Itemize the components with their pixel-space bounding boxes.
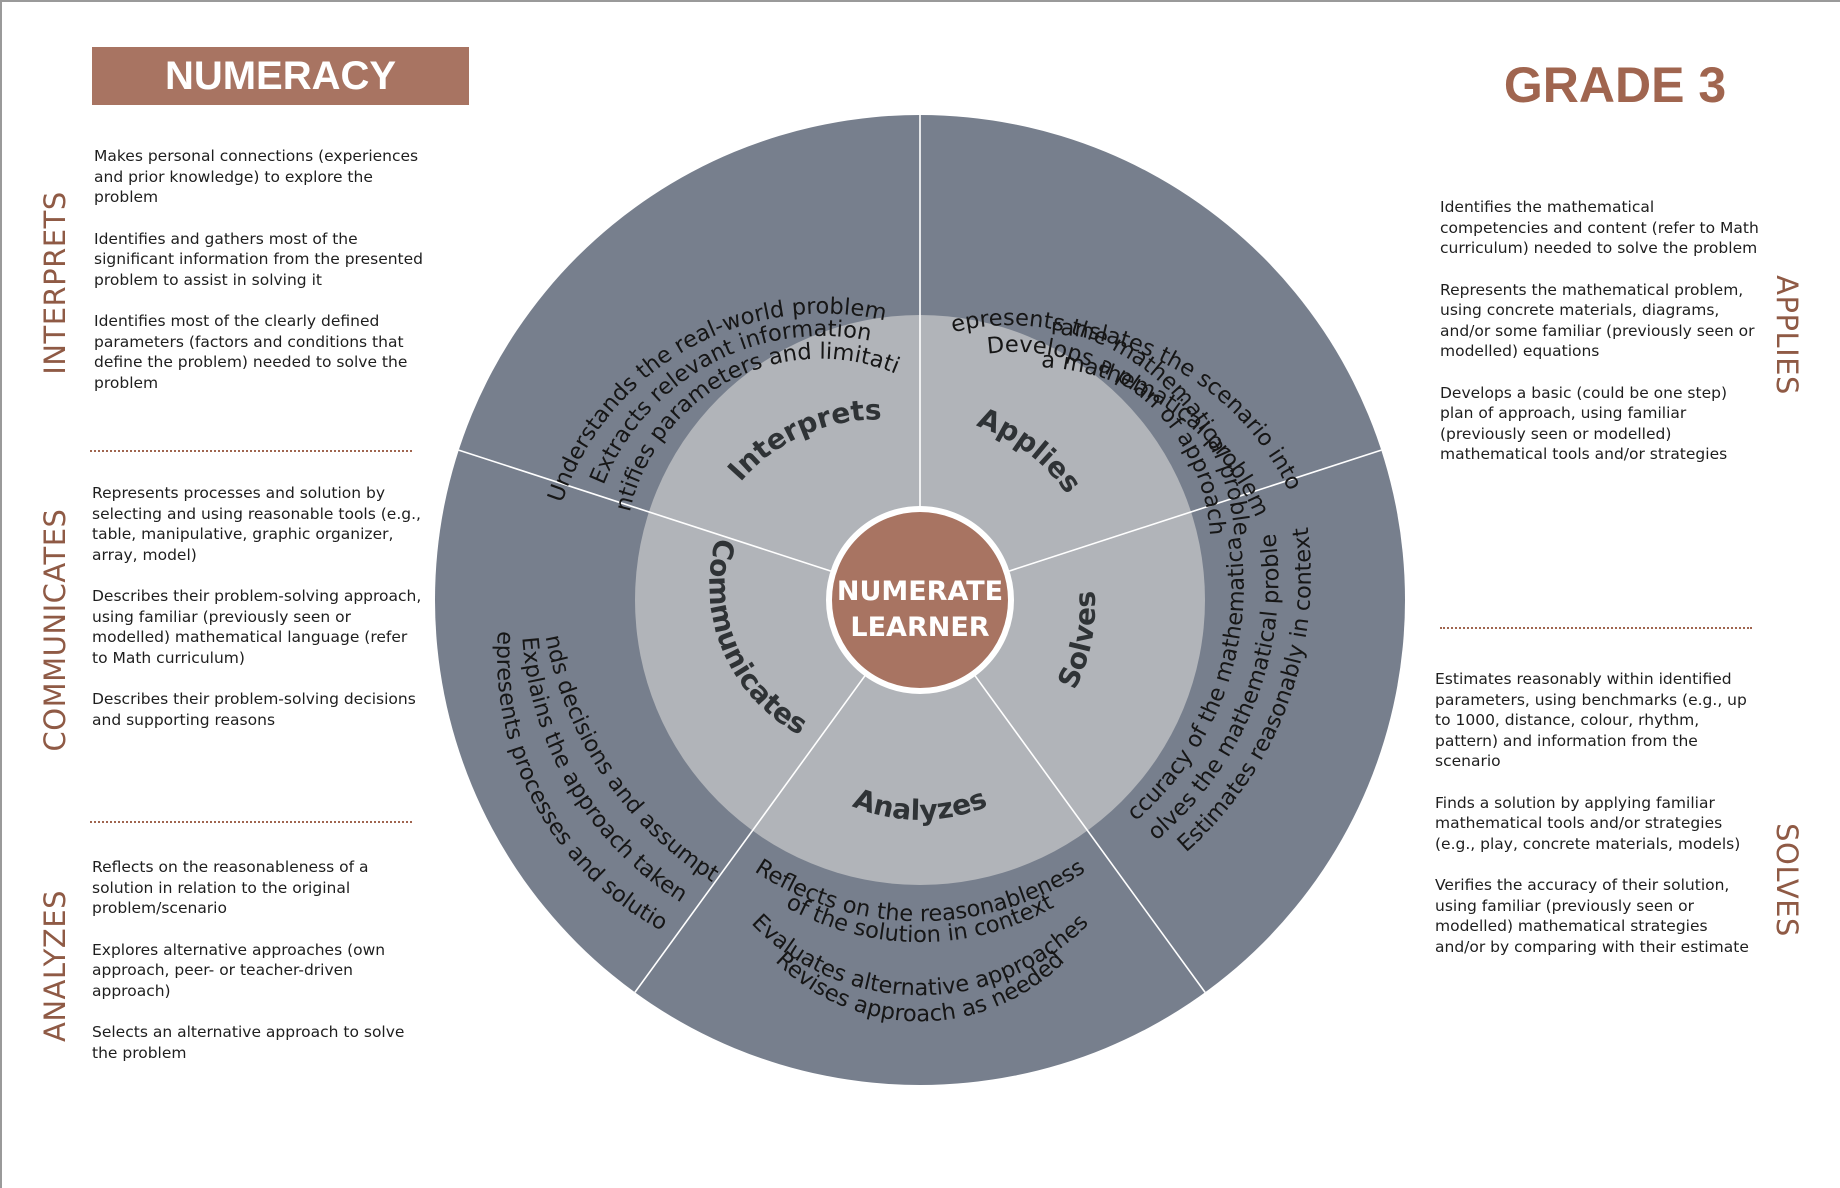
center-circle: [826, 506, 1014, 694]
applies-descriptors: Identifies the mathematical competencies…: [1440, 197, 1760, 486]
center-label-line-1: NUMERATE: [837, 576, 1003, 607]
analyzes-item: Explores alternative approaches (own app…: [92, 940, 386, 1000]
analyzes-item: Reflects on the reasonableness of a solu…: [92, 858, 369, 917]
analyzes-item: Selects an alternative approach to solve…: [92, 1023, 405, 1062]
dotted-divider: [1440, 627, 1752, 629]
center-label-line-2: LEARNER: [850, 612, 989, 643]
grade-label: GRADE 3: [1503, 57, 1727, 113]
interprets-item: Identifies and gathers most of the signi…: [94, 229, 424, 289]
communicates-item: Represents processes and solution by sel…: [92, 484, 421, 564]
solves-descriptors: Estimates reasonably within identified p…: [1435, 669, 1760, 978]
interprets-descriptors: Makes personal connections (experiences …: [94, 146, 424, 414]
segment-dividers: [458, 115, 1382, 993]
interprets-item: Identifies most of the clearly defined p…: [94, 312, 408, 392]
applies-item: Develops a basic (could be one step) pla…: [1440, 383, 1728, 464]
interprets-item: Makes personal connections (experiences …: [94, 147, 419, 206]
solves-item: Verifies the accuracy of their solution,…: [1435, 876, 1749, 956]
applies-item: Identifies the mathematical competencies…: [1440, 198, 1759, 257]
dotted-divider: [90, 821, 412, 823]
title-banner: NUMERACY: [92, 47, 469, 105]
solves-item: Finds a solution by applying familiar ma…: [1435, 793, 1741, 853]
communicates-descriptors: Represents processes and solution by sel…: [92, 483, 422, 751]
applies-item: Represents the mathematical problem, usi…: [1440, 280, 1755, 361]
analyzes-descriptors: Reflects on the reasonableness of a solu…: [92, 857, 422, 1084]
dotted-divider: [90, 450, 412, 452]
solves-item: Estimates reasonably within identified p…: [1435, 670, 1747, 770]
communicates-item: Describes their problem-solving decision…: [92, 690, 416, 729]
communicates-item: Describes their problem-solving approach…: [92, 587, 422, 667]
